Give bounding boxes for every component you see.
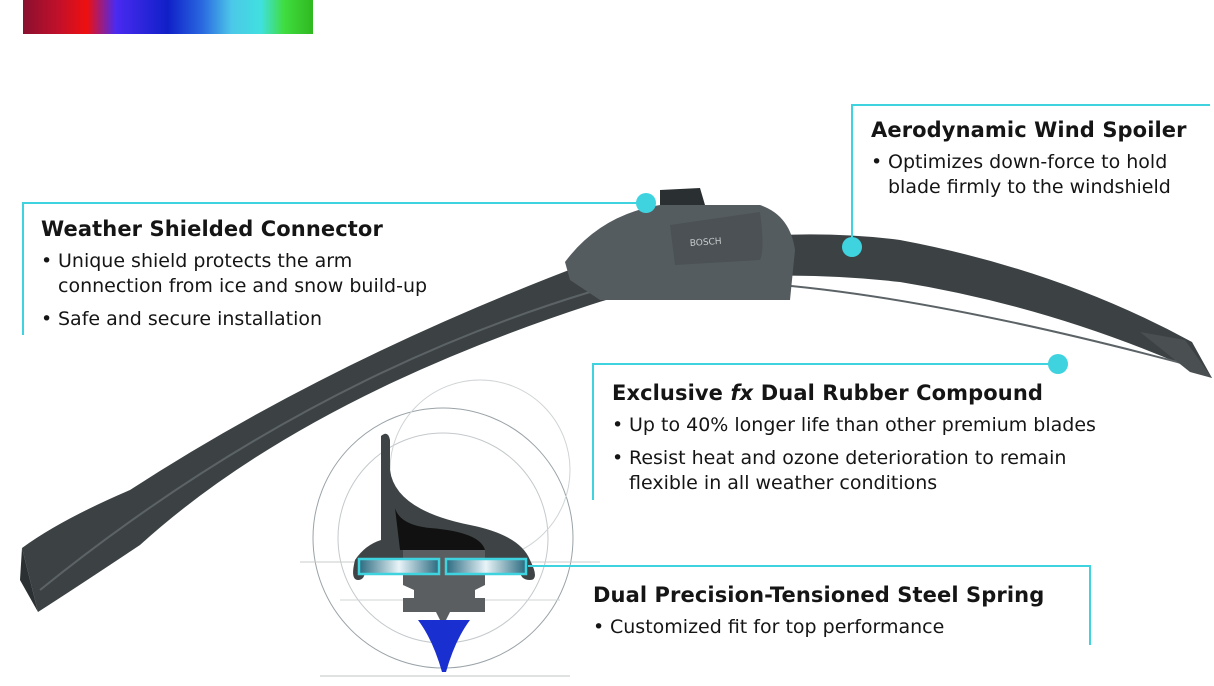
callout-dual-rubber-compound: Exclusive fx Dual Rubber Compound Up to … [612, 381, 1096, 504]
title-fx: fx [730, 381, 754, 405]
bosch-logo: BOSCH [690, 237, 722, 249]
color-strip [23, 0, 313, 34]
callout-title: Aerodynamic Wind Spoiler [871, 118, 1187, 142]
callout-weather-shielded-connector: Weather Shielded Connector Unique shield… [41, 217, 427, 340]
callout-dots [636, 193, 1068, 374]
rubber-profile [353, 433, 535, 672]
leader-lines [22, 104, 1210, 645]
callout-aerodynamic-wind-spoiler: Aerodynamic Wind Spoiler Optimizes down-… [871, 118, 1187, 208]
callout-title: Dual Precision-Tensioned Steel Spring [593, 583, 1045, 607]
wiper-blade: BOSCH [20, 188, 1212, 612]
dot-rubber [1048, 354, 1068, 374]
callout-title: Weather Shielded Connector [41, 217, 383, 241]
callout-bullet: Resist heat and ozone deterioration to r… [612, 446, 1096, 496]
callout-bullet: Unique shield protects the arm connectio… [41, 249, 427, 299]
callout-title: Exclusive fx Dual Rubber Compound [612, 381, 1096, 405]
dot-connector [636, 193, 656, 213]
title-suffix: Dual Rubber Compound [753, 381, 1044, 405]
dot-spoiler [842, 237, 862, 257]
callout-bullet: Safe and secure installation [41, 307, 427, 332]
callout-steel-spring: Dual Precision-Tensioned Steel Spring Cu… [593, 583, 1044, 648]
connector: BOSCH [565, 188, 795, 300]
callout-bullet: Optimizes down-force to hold blade firml… [871, 150, 1187, 200]
callout-bullet: Up to 40% longer life than other premium… [612, 413, 1096, 438]
callout-bullet: Customized fit for top performance [593, 615, 1044, 640]
title-prefix: Exclusive [612, 381, 731, 405]
